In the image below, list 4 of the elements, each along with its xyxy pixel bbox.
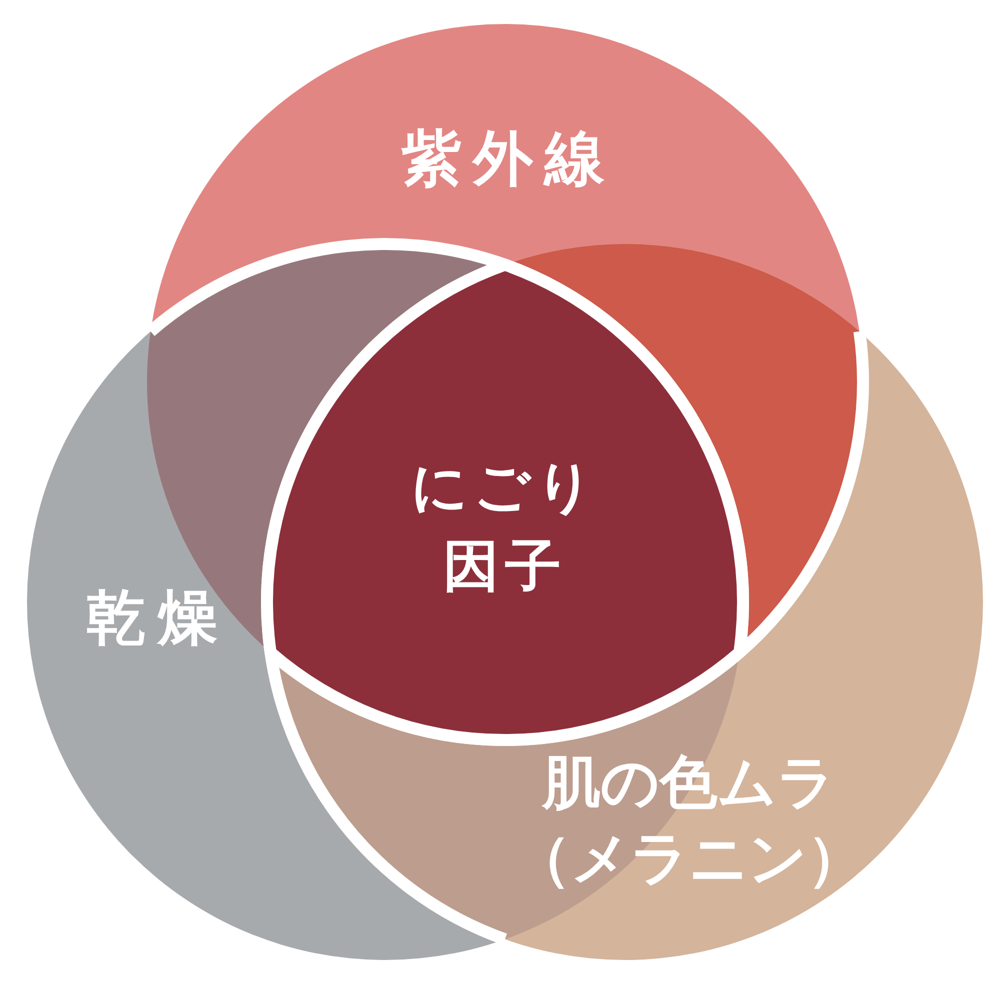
intersection-label: にごり因子 [410, 454, 600, 601]
set-label: 肌の色ムラ（メラニン） [512, 747, 866, 894]
set-label: 乾燥 [85, 582, 230, 655]
set-label: 紫外線 [400, 123, 616, 196]
